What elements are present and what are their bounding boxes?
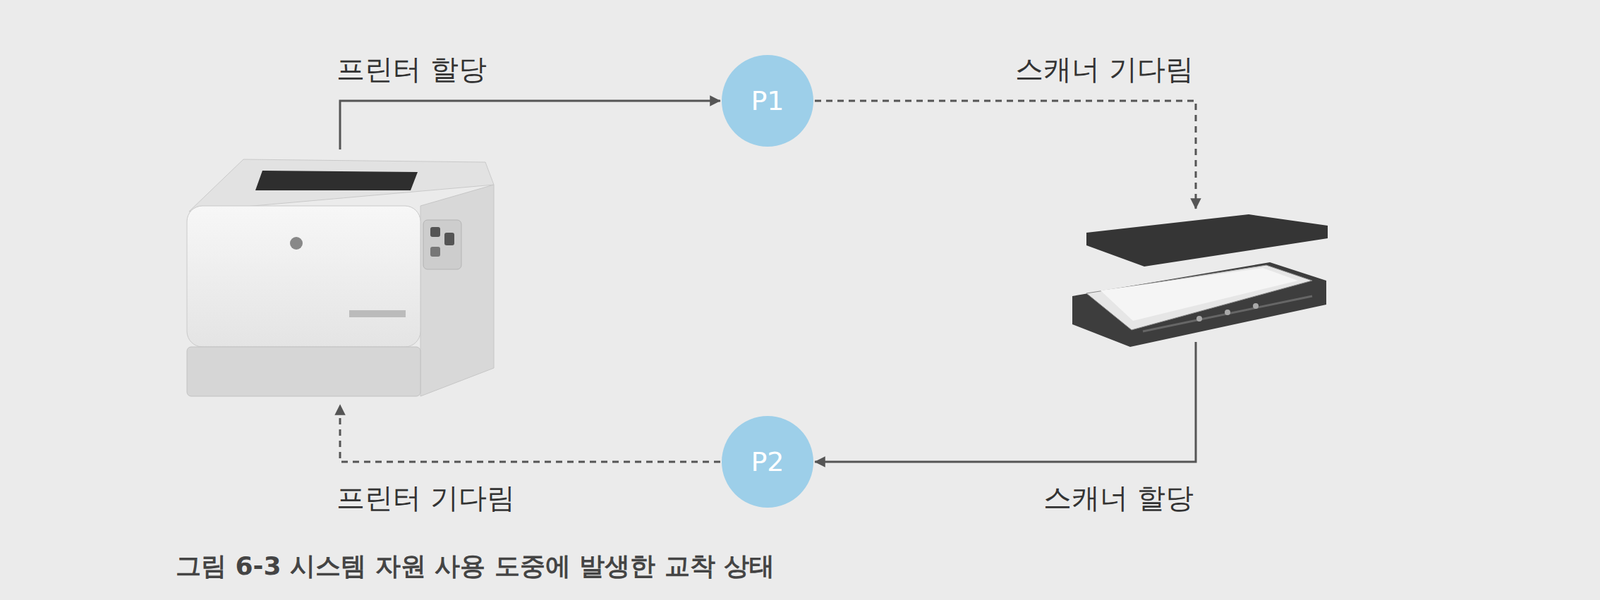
process-name: P2 [750, 448, 784, 476]
scanner-picture [1072, 214, 1328, 348]
printer-picture [186, 159, 494, 397]
arrow-label: 스캐너 기다림 [1015, 51, 1194, 87]
arrow-label: 스캐너 할당 [1043, 480, 1194, 516]
figure-caption: 그림 6-3 시스템 자원 사용 도중에 발생한 교착 상태 [175, 548, 775, 585]
arrow-lines [340, 100, 1196, 463]
arrow-label: 프린터 할당 [336, 51, 487, 87]
arrow-label: 프린터 기다림 [336, 480, 515, 516]
dashed-arrow [340, 404, 721, 463]
solid-arrow [814, 342, 1196, 463]
dashed-arrow [814, 100, 1196, 209]
process-name: P1 [750, 87, 784, 115]
process-circle: P1 [720, 54, 815, 148]
process-circle: P2 [720, 415, 815, 509]
circle-shape [721, 416, 814, 508]
solid-arrow [340, 100, 721, 150]
circle-shape [721, 55, 814, 147]
